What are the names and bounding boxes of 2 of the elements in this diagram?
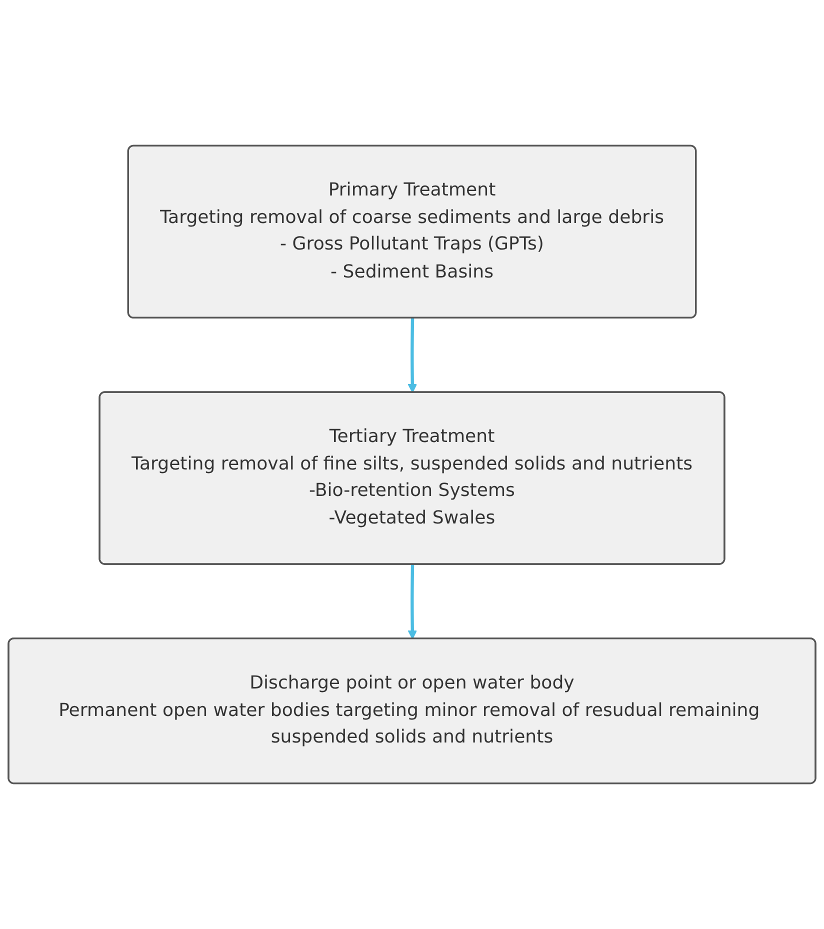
arrow: [408, 564, 418, 640]
arrow: [408, 318, 418, 393]
